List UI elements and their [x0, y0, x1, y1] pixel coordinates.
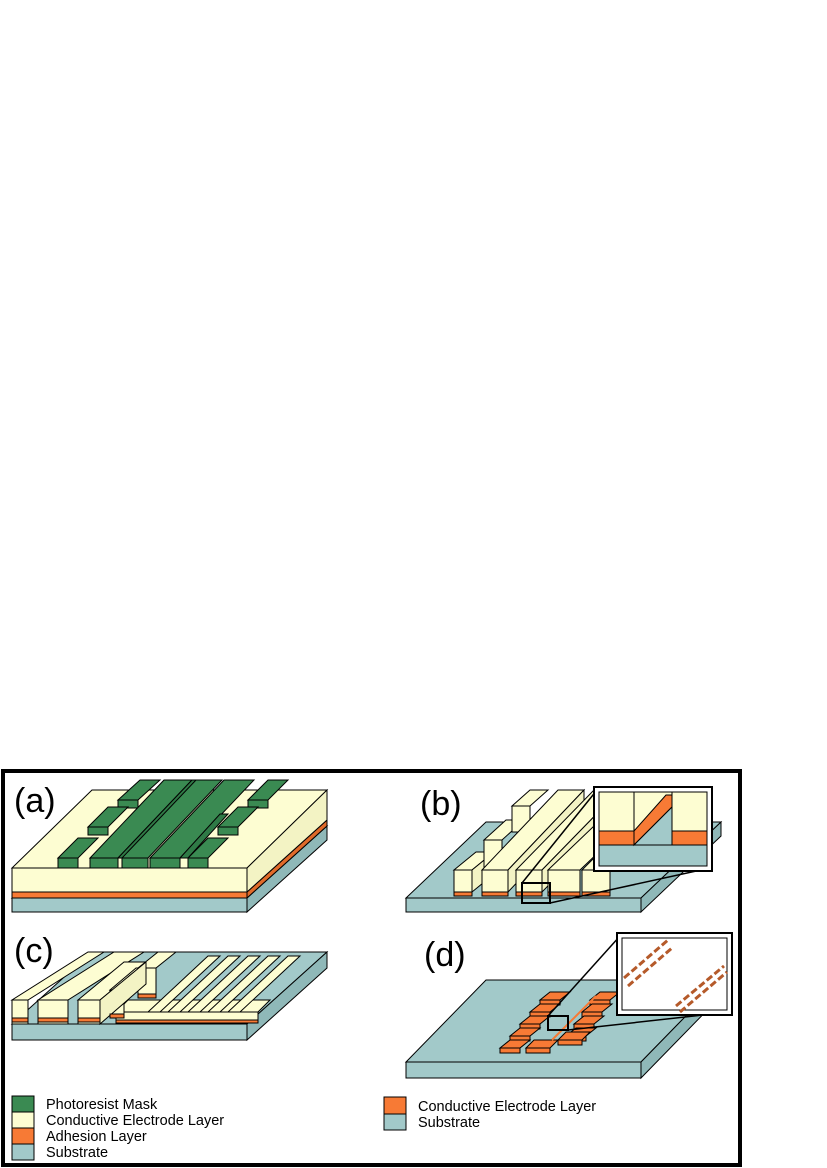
- panel-d-diagram: [404, 932, 733, 1080]
- legend-swatch-electrode: [11, 1111, 35, 1129]
- legend-item-label: Substrate: [46, 1145, 108, 1161]
- panel-c-label: (c): [14, 932, 54, 970]
- panel-b-label: (b): [420, 785, 462, 823]
- legend-item-label: Conductive Electrode Layer: [46, 1113, 224, 1129]
- legend-swatch-substrate: [383, 1113, 407, 1131]
- legend-left: Photoresist Mask Conductive Electrode La…: [11, 1095, 224, 1161]
- panel-a-label: (a): [14, 782, 56, 820]
- legend-swatch-electrode-orange: [383, 1096, 407, 1115]
- legend-swatch-adhesion: [11, 1127, 35, 1145]
- panel-a-diagram: [10, 779, 329, 914]
- panel-c-diagram: [10, 950, 329, 1042]
- legend-right: Conductive Electrode Layer Substrate: [383, 1096, 596, 1131]
- panel-b-diagram: [404, 786, 723, 914]
- legend-swatch-photoresist: [11, 1095, 35, 1113]
- legend-item-label: Substrate: [418, 1115, 480, 1131]
- legend-item-label: Photoresist Mask: [46, 1097, 158, 1113]
- legend-item-label: Conductive Electrode Layer: [418, 1099, 596, 1115]
- panel-d-label: (d): [424, 936, 466, 974]
- legend-item-label: Adhesion Layer: [46, 1129, 147, 1145]
- legend-swatch-substrate: [11, 1143, 35, 1161]
